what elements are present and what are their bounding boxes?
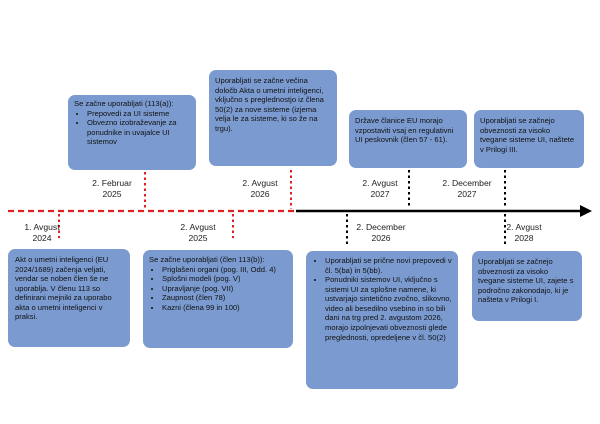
date-label-5: 2. December 2026 [350, 222, 412, 244]
event-box-2024-08: Akt o umetni inteligenci (EU 2024/1689) … [8, 249, 130, 347]
event-list: Prepovedi za UI sisteme Obvezno izobraže… [74, 109, 190, 147]
date-label-1: 1. Avgust 2024 [14, 222, 70, 244]
event-box-2025-08: Se začne uporabljati (člen 113(b)): Prig… [143, 250, 293, 348]
date-label-3: 2. Avgust 2025 [170, 222, 226, 244]
date-label-7: 2. December 2027 [436, 178, 498, 200]
date-4-year: 2026 [250, 189, 270, 200]
event-text: Uporabljati se začnejo obveznosti za vis… [480, 116, 575, 154]
event-text: Akt o umetni inteligenci (EU 2024/1689) … [15, 255, 112, 322]
event-lead: Se začne uporabljati (113(a)): [74, 99, 174, 108]
date-label-6: 2. Avgust 2027 [352, 178, 408, 200]
event-list: Uporabljati se prične novi prepovedi v č… [312, 256, 452, 342]
date-2-year: 2025 [102, 189, 122, 200]
event-box-2027-12: Uporabljati se začnejo obveznosti za vis… [474, 110, 584, 168]
date-8-year: 2028 [514, 233, 534, 244]
event-box-2026-08: Uporabljati se začne večina določb Akta … [209, 70, 337, 166]
event-lead: Se začne uporabljati (člen 113(b)): [149, 255, 265, 264]
date-5-day: 2. December [356, 222, 406, 232]
date-3-day: 2. Avgust [180, 222, 216, 232]
event-text: Države članice EU morajo vzpostaviti vsa… [355, 116, 454, 145]
event-box-2025-02: Se začne uporabljati (113(a)): Prepovedi… [68, 95, 196, 170]
event-text: Uporabljati se začne večina določb Akta … [215, 76, 324, 133]
list-item: Uporabljati se prične novi prepovedi v č… [325, 256, 452, 275]
event-list: Priglašeni organi (pog. III, Odd. 4) Spl… [149, 265, 287, 313]
date-7-day: 2. December [442, 178, 492, 188]
event-text: Uporabljati se začnejo obveznosti za vis… [478, 257, 574, 305]
date-3-year: 2025 [188, 233, 208, 244]
list-item: Ponudniki sistemov UI, vključno s sistem… [325, 275, 452, 342]
list-item: Zaupnost (člen 78) [162, 293, 287, 303]
date-6-year: 2027 [370, 189, 390, 200]
date-7-year: 2027 [457, 189, 477, 200]
date-5-year: 2026 [371, 233, 391, 244]
date-label-8: 2. Avgust 2028 [496, 222, 552, 244]
date-1-year: 2024 [32, 233, 52, 244]
date-6-day: 2. Avgust [362, 178, 398, 188]
date-2-day: 2. Februar [92, 178, 132, 188]
list-item: Priglašeni organi (pog. III, Odd. 4) [162, 265, 287, 275]
list-item: Kazni (člena 99 in 100) [162, 303, 287, 313]
event-box-2027-08: Države članice EU morajo vzpostaviti vsa… [349, 110, 467, 168]
list-item: Obvezno izobraževanje za ponudnike in uv… [87, 118, 190, 147]
timeline-arrowhead [580, 205, 592, 217]
date-4-day: 2. Avgust [242, 178, 278, 188]
list-item: Upravljanje (pog. VII) [162, 284, 287, 294]
list-item: Splošni modeli (pog. V) [162, 274, 287, 284]
list-item: Prepovedi za UI sisteme [87, 109, 190, 119]
date-label-2: 2. Februar 2025 [82, 178, 142, 200]
date-8-day: 2. Avgust [506, 222, 542, 232]
date-label-4: 2. Avgust 2026 [232, 178, 288, 200]
event-box-2028-08: Uporabljati se začnejo obveznosti za vis… [472, 251, 582, 321]
event-box-2026-12: Uporabljati se prične novi prepovedi v č… [306, 251, 458, 389]
date-1-day: 1. Avgust [24, 222, 60, 232]
